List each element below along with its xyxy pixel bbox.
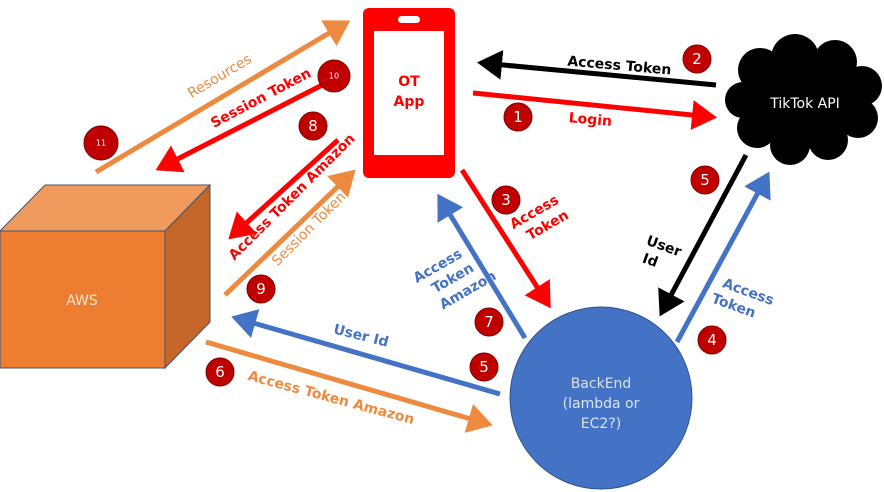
step-badge-5-tiktok: 5	[690, 165, 720, 195]
aws-node[interactable]: AWS	[0, 183, 212, 370]
step-badge-8: 8	[298, 111, 328, 141]
step-badge-1: 1	[503, 102, 533, 132]
backend-label-line1: BackEnd	[571, 376, 632, 392]
ot-app-node[interactable]: OT App	[363, 8, 455, 178]
svg-text:9: 9	[256, 280, 266, 298]
ot-app-label-line1: OT	[398, 74, 420, 90]
label-user-id-tiktok: User Id	[640, 233, 683, 271]
arrow-user-id-tiktok	[658, 153, 749, 317]
step-badge-4: 4	[697, 325, 727, 355]
arrow-login	[472, 90, 717, 130]
label-access-token-verify: Access Token	[709, 276, 776, 322]
svg-text:2: 2	[692, 50, 702, 68]
arrow-access-token-amazon-aws	[205, 339, 493, 433]
svg-text:8: 8	[308, 117, 318, 135]
arrow-access-token-backend	[459, 168, 551, 309]
svg-text:7: 7	[484, 313, 494, 331]
step-badge-6: 6	[205, 357, 235, 387]
step-badge-5-aws: 5	[469, 352, 499, 382]
label-login: Login	[568, 110, 613, 130]
step-badge-11: 11	[83, 125, 119, 161]
arrow-session-token-app	[223, 169, 356, 297]
arrow-access-token-tiktok	[477, 49, 717, 88]
phone-speaker	[398, 16, 420, 23]
step-badge-2: 2	[682, 44, 712, 74]
arrow-access-token-amazon-app	[437, 193, 528, 340]
svg-text:10: 10	[329, 72, 339, 81]
step-badge-10: 10	[317, 59, 351, 93]
svg-text:11: 11	[96, 139, 106, 148]
svg-text:6: 6	[215, 363, 225, 381]
backend-node[interactable]: BackEnd (lambda or EC2?)	[509, 306, 693, 490]
arrow-session-token-aws	[155, 77, 334, 173]
tiktok-api-node[interactable]: TikTok API	[725, 34, 882, 165]
label-resources: Resources	[185, 51, 255, 102]
backend-label-line2: (lambda or	[563, 396, 640, 412]
arrow-user-id-aws	[231, 309, 501, 397]
arrow-access-token-amazon-to-aws	[228, 138, 340, 240]
arrow-access-token-verify	[674, 171, 771, 344]
step-badge-9: 9	[246, 274, 276, 304]
aws-cube-front	[0, 230, 166, 369]
svg-text:3: 3	[501, 191, 511, 209]
phone-screen	[374, 31, 444, 155]
backend-label-line3: EC2?)	[581, 416, 621, 432]
svg-text:5: 5	[479, 358, 489, 376]
svg-text:4: 4	[707, 331, 717, 349]
label-line: Id	[640, 251, 660, 271]
tiktok-api-label: TikTok API	[769, 96, 840, 112]
svg-text:5: 5	[700, 171, 710, 189]
step-badge-7: 7	[474, 307, 504, 337]
svg-text:1: 1	[513, 108, 523, 126]
ot-app-label-line2: App	[394, 94, 425, 110]
arrow-resources	[94, 20, 351, 175]
label-access-token-amazon-app: Access Token Amazon	[411, 246, 499, 313]
backend-circle	[509, 306, 693, 490]
aws-label: AWS	[66, 293, 98, 309]
cloud-shape	[725, 34, 882, 165]
step-badge-3: 3	[491, 185, 521, 215]
